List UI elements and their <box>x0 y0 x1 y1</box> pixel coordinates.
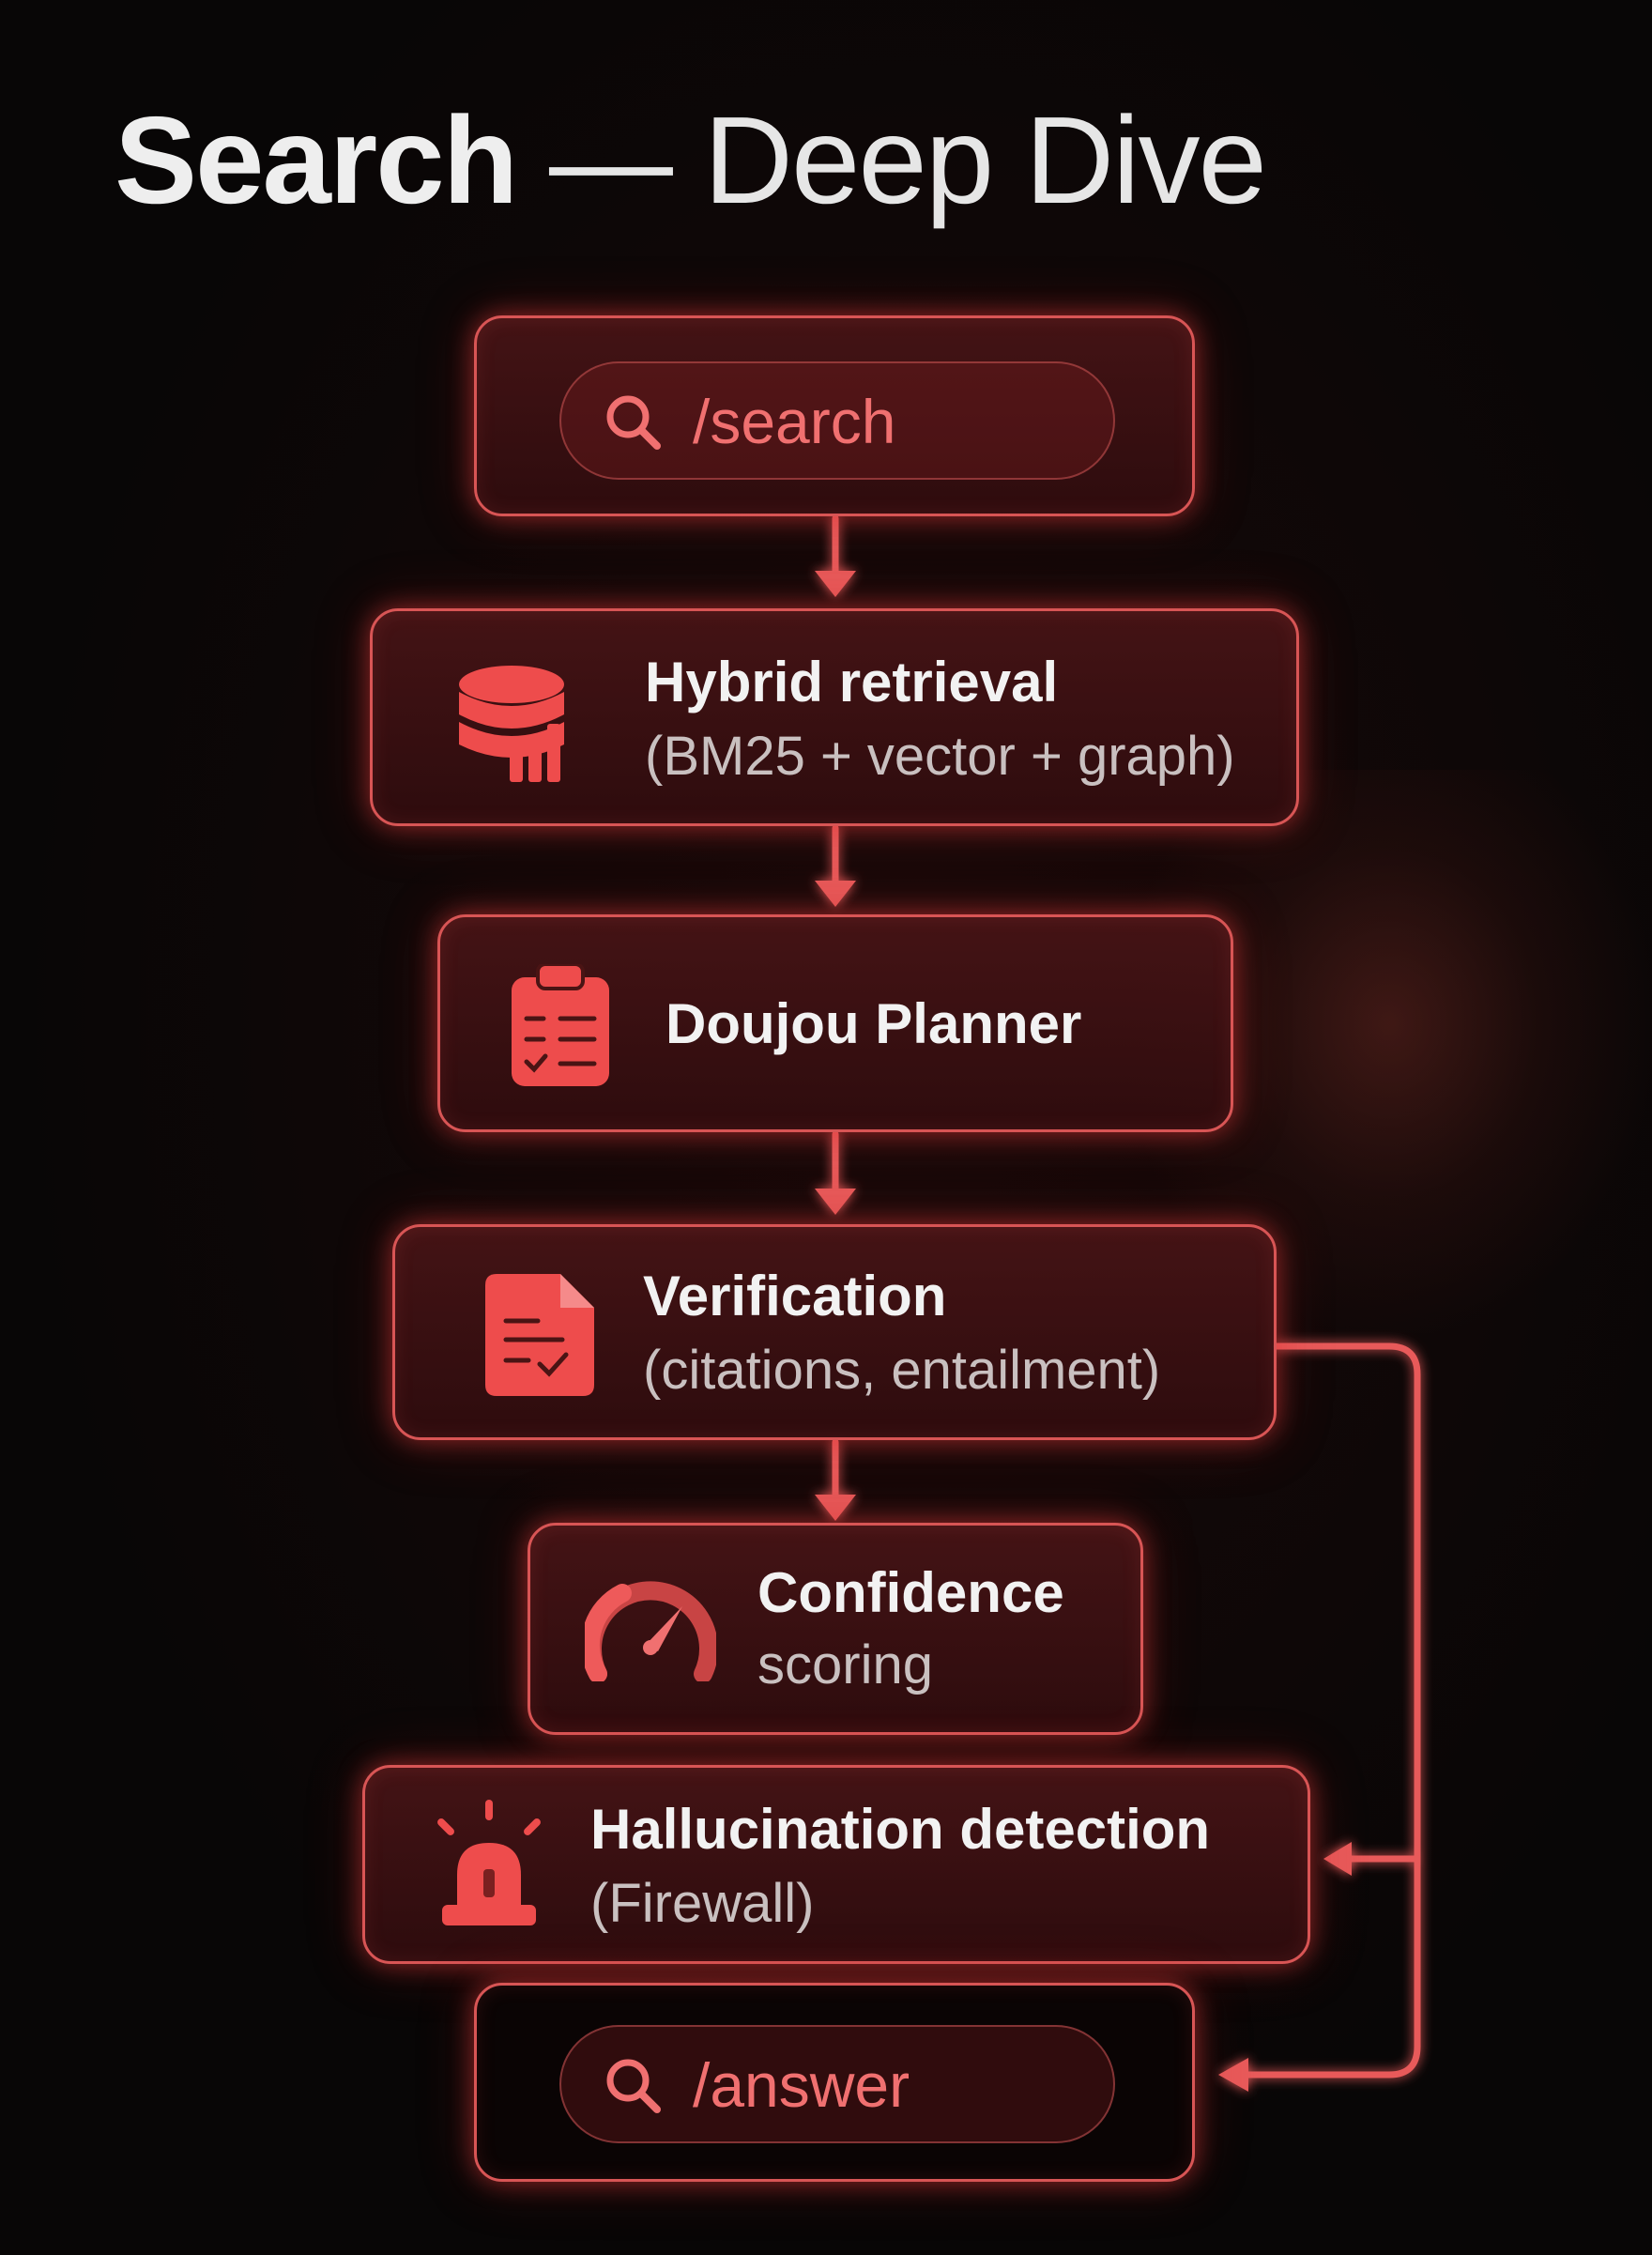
planner-node[interactable]: Doujou Planner <box>437 914 1233 1132</box>
arrowhead-hallucination <box>1323 1842 1352 1876</box>
verification-name: Verification <box>643 1265 947 1327</box>
verification-sub: (citations, entailment) <box>643 1340 1161 1401</box>
planner-name: Doujou Planner <box>665 992 1082 1055</box>
gauge-icon <box>585 1581 716 1681</box>
search-icon <box>606 395 661 450</box>
arrowhead-verification <box>815 1189 856 1215</box>
search-icon <box>606 2059 661 2113</box>
confidence-sub: scoring <box>757 1634 933 1695</box>
hallucination-sub: (Firewall) <box>590 1873 815 1934</box>
arrowhead-retrieval <box>815 571 856 597</box>
arrowhead-planner <box>815 881 856 907</box>
retrieval-node[interactable]: Hybrid retrieval (BM25 + vector + graph) <box>370 608 1299 826</box>
arrowhead-answer <box>1218 2058 1248 2092</box>
answer-node[interactable]: /answer <box>474 1983 1195 2182</box>
search-pill[interactable]: /search <box>559 361 1115 480</box>
confidence-name: Confidence <box>757 1561 1064 1624</box>
title-light: Deep Dive <box>703 91 1267 229</box>
hallucination-node[interactable]: Hallucination detection (Firewall) <box>362 1765 1310 1964</box>
document-check-icon <box>485 1274 594 1396</box>
retrieval-sub: (BM25 + vector + graph) <box>645 726 1235 787</box>
retrieval-name: Hybrid retrieval <box>645 651 1059 713</box>
database-chart-icon <box>459 666 564 782</box>
alarm-siren-icon <box>437 1800 541 1925</box>
title-strong: Search <box>115 91 518 229</box>
hallucination-name: Hallucination detection <box>590 1798 1211 1861</box>
confidence-node[interactable]: Confidence scoring <box>528 1523 1143 1735</box>
arrowhead-confidence <box>815 1495 856 1521</box>
answer-pill[interactable]: /answer <box>559 2025 1115 2143</box>
answer-label: /answer <box>693 2050 910 2120</box>
verification-node[interactable]: Verification (citations, entailment) <box>392 1224 1277 1440</box>
title-dash: — <box>516 91 704 229</box>
search-node[interactable]: /search <box>474 315 1195 516</box>
clipboard-checklist-icon <box>512 964 609 1086</box>
search-label: /search <box>693 387 896 456</box>
page-title: Search — Deep Dive <box>115 90 1267 231</box>
bypass-line-to-answer <box>1233 1342 1421 2079</box>
